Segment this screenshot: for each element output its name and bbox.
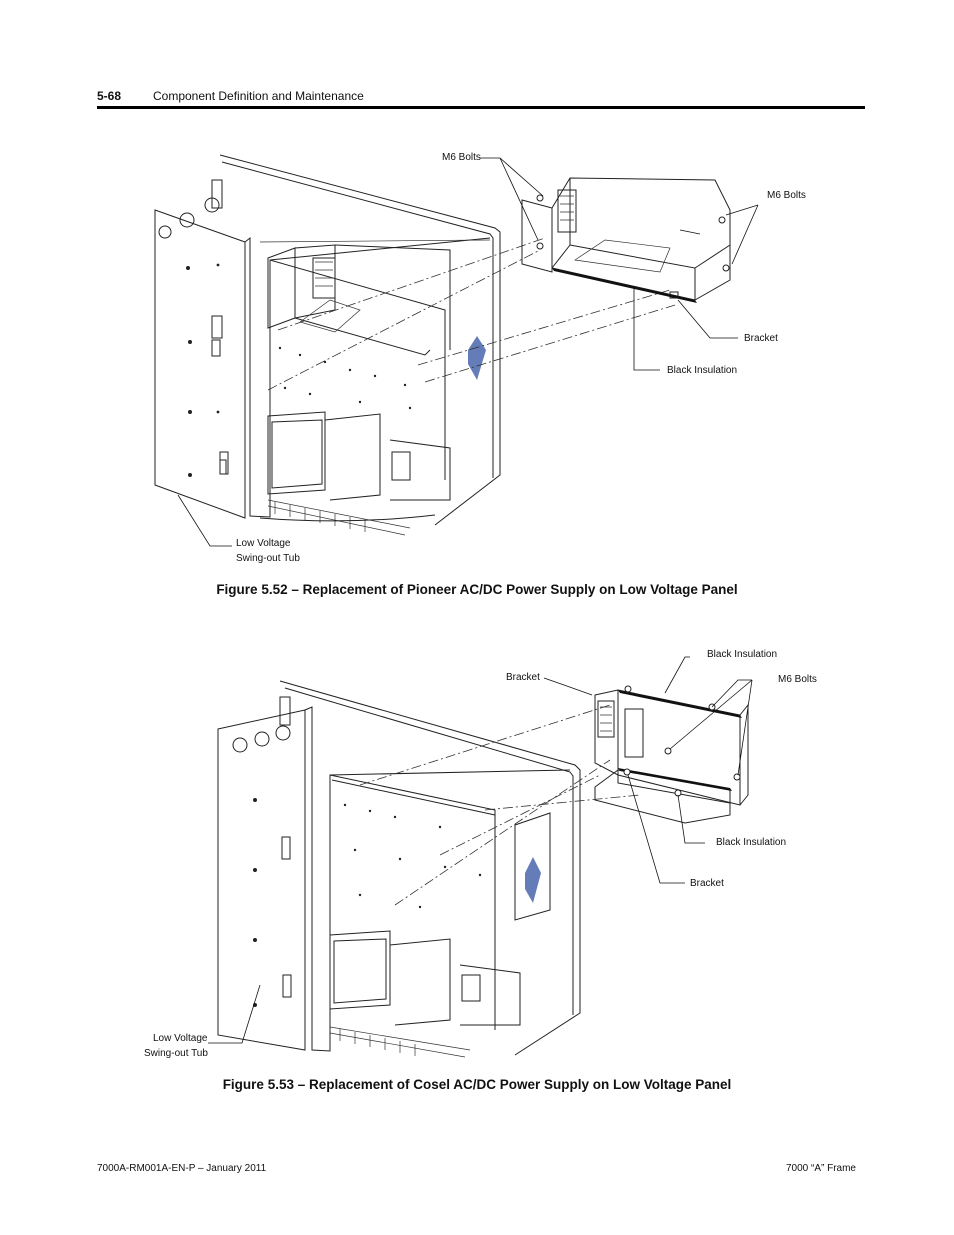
fig53-label-tub-line2: Swing-out Tub	[144, 1048, 208, 1059]
section-title: Component Definition and Maintenance	[153, 89, 364, 103]
fig52-label-m6-bolts-right: M6 Bolts	[767, 190, 806, 201]
fig53-label-m6-bolts: M6 Bolts	[778, 674, 817, 685]
footer-product: 7000 “A” Frame	[785, 1163, 856, 1174]
fig53-label-black-insulation-bottom: Black Insulation	[716, 837, 787, 848]
fig53-label-black-insulation-top: Black Insulation	[707, 649, 778, 660]
fig52-label-m6-bolts-left: M6 Bolts	[442, 152, 481, 163]
figure-5-52-drawing	[154, 154, 759, 547]
figure-5-52-caption: Figure 5.52 – Replacement of Pioneer AC/…	[216, 582, 738, 597]
footer-doc-id: 7000A-RM001A-EN-P – January 2011	[97, 1163, 267, 1174]
page-number: 5-68	[97, 89, 122, 103]
fig52-label-black-insulation: Black Insulation	[667, 365, 738, 376]
figure-5-53-caption: Figure 5.53 – Replacement of Cosel AC/DC…	[222, 1077, 732, 1092]
fig52-label-tub-line2: Swing-out Tub	[236, 553, 300, 564]
figure-5-53-drawing	[208, 656, 753, 1058]
fig52-label-bracket: Bracket	[744, 333, 778, 344]
fig52-label-tub-line1: Low Voltage	[236, 538, 291, 549]
header-rule	[97, 106, 865, 109]
fig53-label-tub-line1: Low Voltage	[153, 1033, 208, 1044]
fig53-label-bracket-top: Bracket	[506, 672, 540, 683]
fig53-label-bracket-bottom: Bracket	[690, 878, 724, 889]
